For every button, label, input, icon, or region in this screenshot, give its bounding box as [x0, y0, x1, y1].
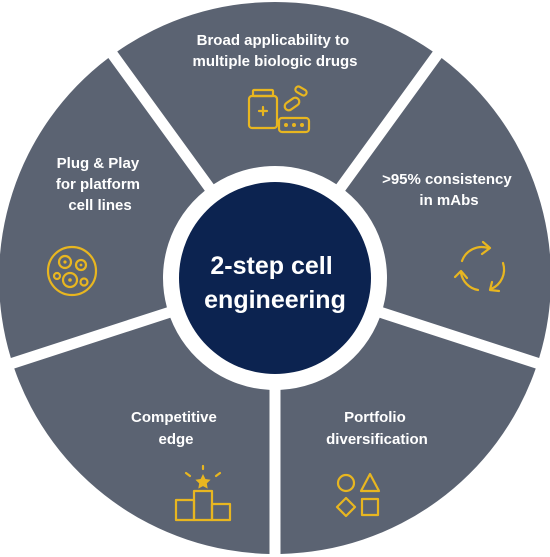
segment-label-plug-and-play: Plug & Play for platform cell lines: [56, 155, 144, 214]
center-disc: [179, 182, 371, 374]
cycle-arrows-icon: [453, 240, 506, 293]
podium-star-icon: [174, 464, 232, 522]
segment-label-consistency: >95% consistency in mAbs: [382, 171, 516, 209]
segment-label-line: multiple biologic drugs: [193, 53, 358, 70]
segment-label-line: in mAbs: [419, 192, 478, 209]
segment-competitive-edge: [14, 317, 270, 554]
center-title-line-1: 2-step cell: [210, 252, 332, 280]
segment-label-line: cell lines: [68, 197, 131, 214]
segment-label-line: diversification: [326, 431, 428, 448]
segment-label-line: for platform: [56, 176, 140, 193]
segment-label-broad-applicability: Broad applicability to multiple biologic…: [193, 32, 358, 70]
segment-label-line: Competitive: [131, 409, 217, 426]
segment-label-competitive-edge: Competitive edge: [131, 409, 221, 448]
segment-label-line: Broad applicability to: [197, 32, 350, 49]
center-title-line-2: engineering: [204, 286, 346, 314]
segment-label-line: Portfolio: [344, 409, 406, 426]
segment-broad-applicability: [117, 2, 433, 185]
segment-label-line: Plug & Play: [57, 155, 140, 172]
segment-label-line: edge: [158, 431, 193, 448]
medicine-bottle-pills-icon: [247, 85, 311, 134]
center-title: 2-step cell engineering: [204, 252, 346, 314]
segment-label-portfolio: Portfolio diversification: [326, 409, 428, 448]
shapes-icon: [335, 472, 381, 518]
segment-portfolio-diversification: [280, 317, 536, 554]
segment-label-line: >95% consistency: [382, 171, 512, 188]
cell-colony-icon: [46, 245, 98, 297]
